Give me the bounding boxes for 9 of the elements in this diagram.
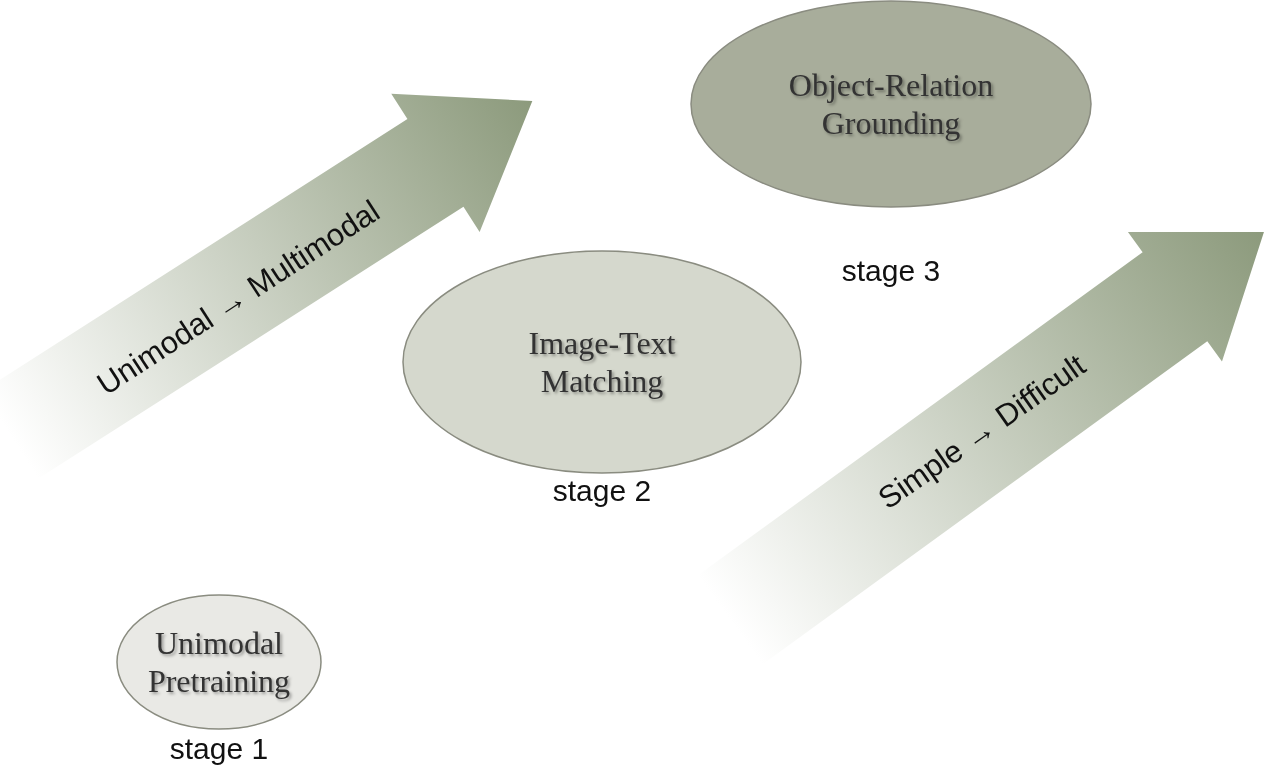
stage-ellipse	[690, 0, 1092, 208]
stage-label: stage 1	[169, 732, 269, 766]
node-label: Image-Text Matching	[527, 323, 677, 401]
stage-label: stage 2	[552, 474, 652, 508]
stage-label: stage 3	[841, 254, 941, 288]
node-label: Object-Relation Grounding	[787, 65, 995, 143]
stage-ellipse	[402, 250, 802, 474]
node-label: Unimodal Pretraining	[146, 623, 292, 701]
stage-ellipse	[116, 594, 322, 730]
